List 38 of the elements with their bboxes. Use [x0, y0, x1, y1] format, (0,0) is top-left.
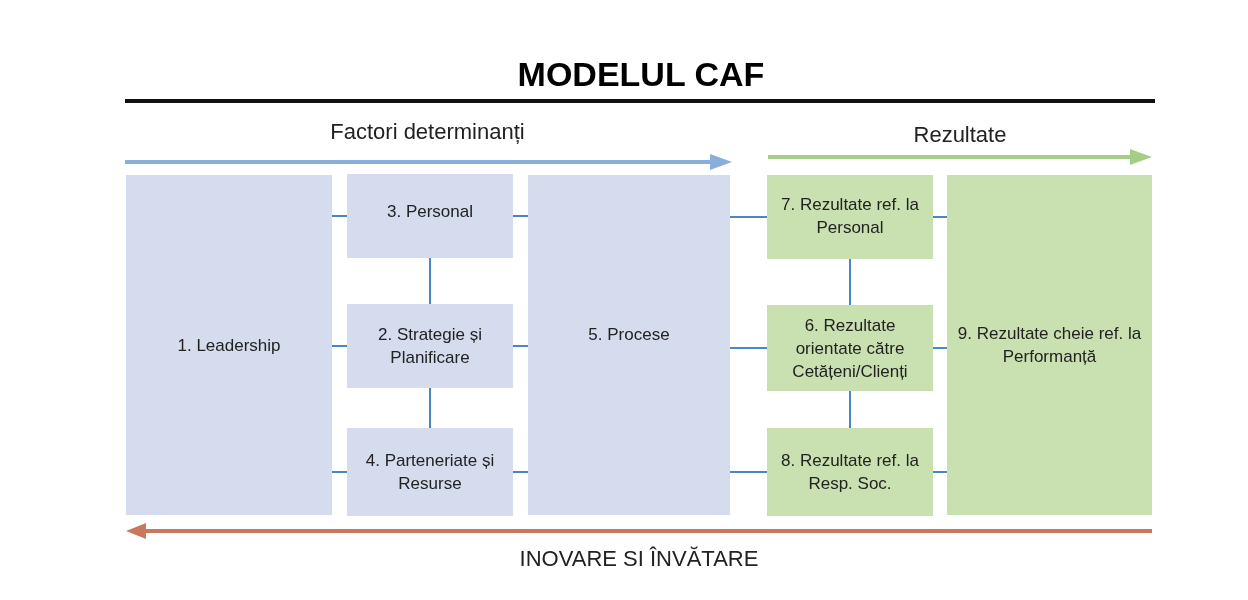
criterion-box — [528, 175, 730, 515]
connector-line — [849, 390, 851, 429]
box-label: 1. Leadership — [177, 334, 281, 357]
connector-line — [331, 215, 348, 217]
connector-line — [331, 471, 348, 473]
section-heading: Rezultate — [912, 121, 1008, 149]
connector-line — [512, 215, 529, 217]
title: MODELUL CAF — [516, 54, 766, 95]
criterion-box — [347, 174, 513, 258]
box-label: 5. Procese — [588, 323, 670, 346]
connector-line — [512, 471, 529, 473]
criterion-box — [347, 428, 513, 516]
section-heading: Factori determinanți — [329, 118, 526, 146]
box-label: 8. Rezultate ref. la Resp. Soc. — [780, 450, 920, 495]
connector-line — [429, 387, 431, 429]
criterion-box — [947, 175, 1152, 515]
criterion-box — [767, 428, 933, 516]
box-label: 3. Personal — [387, 201, 473, 223]
connector-line — [932, 347, 948, 349]
criterion-box — [767, 305, 933, 391]
box-label: 6. Rezultate orientate către Cetățeni/Clienți — [791, 314, 909, 383]
box-label: 4. Parteneriate și Resurse — [364, 450, 496, 495]
connector-line — [729, 347, 768, 349]
criterion-box — [126, 175, 332, 515]
connector-line — [729, 216, 768, 218]
connector-line — [331, 345, 348, 347]
connector-line — [729, 471, 768, 473]
connector-line — [849, 258, 851, 306]
connector-line — [932, 216, 948, 218]
connector-line — [429, 257, 431, 305]
criterion-box — [347, 304, 513, 388]
connector-line — [512, 345, 529, 347]
criterion-box — [767, 175, 933, 259]
box-label: 2. Strategie și Planificare — [377, 324, 483, 369]
box-label: 7. Rezultate ref. la Personal — [780, 194, 920, 239]
box-label: 9. Rezultate cheie ref. la Performanță — [956, 323, 1143, 368]
footer-label: INOVARE SI ÎNVĂTARE — [518, 545, 760, 573]
connector-line — [932, 471, 948, 473]
